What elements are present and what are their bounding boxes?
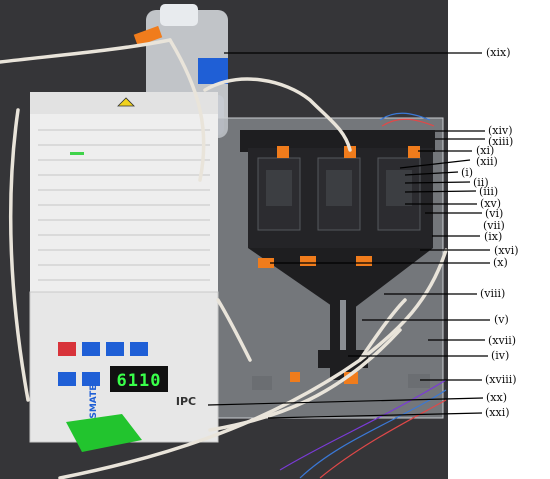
display-reading: 6110: [117, 371, 162, 391]
label-iii: (iii): [479, 185, 499, 198]
label-ix: (ix): [484, 230, 503, 243]
label-v: (v): [494, 313, 509, 326]
label-iv: (iv): [491, 349, 510, 362]
module-right: [377, 146, 421, 231]
pump-model: IPC: [176, 395, 196, 408]
pump-display: [110, 366, 168, 392]
label-xvii: (xvii): [488, 334, 517, 347]
label-x: (x): [493, 256, 508, 269]
label-i: (i): [461, 166, 474, 179]
label-xii: (xii): [476, 155, 498, 168]
label-xvi: (xvi): [494, 244, 519, 257]
label-vii: (vii): [483, 219, 505, 232]
module-middle: [317, 146, 361, 231]
label-xiii: (xiii): [488, 135, 514, 148]
tubing: [0, 38, 448, 479]
label-xiv: (xiv): [488, 124, 513, 137]
label-xxi: (xxi): [485, 406, 510, 419]
label-ii: (ii): [473, 176, 489, 189]
label-xx: (xx): [486, 391, 507, 404]
label-xix: (xix): [486, 46, 511, 59]
label-xi: (xi): [476, 144, 495, 157]
label-viii: (viii): [480, 287, 506, 300]
peristaltic-pump: 6110 ISMATEC IPC: [29, 92, 219, 452]
pump-buttons: [58, 342, 148, 386]
blue-tape: [198, 58, 228, 84]
cables: [279, 112, 447, 479]
label-vi: (vi): [485, 207, 504, 220]
leader-lines: [207, 52, 490, 419]
label-xv: (xv): [480, 197, 502, 210]
module-left: [257, 146, 301, 231]
green-tape: [66, 414, 142, 452]
label-xviii: (xviii): [485, 373, 517, 386]
terminal-blocks: [252, 374, 430, 390]
pump-brand: ISMATEC: [89, 378, 99, 422]
